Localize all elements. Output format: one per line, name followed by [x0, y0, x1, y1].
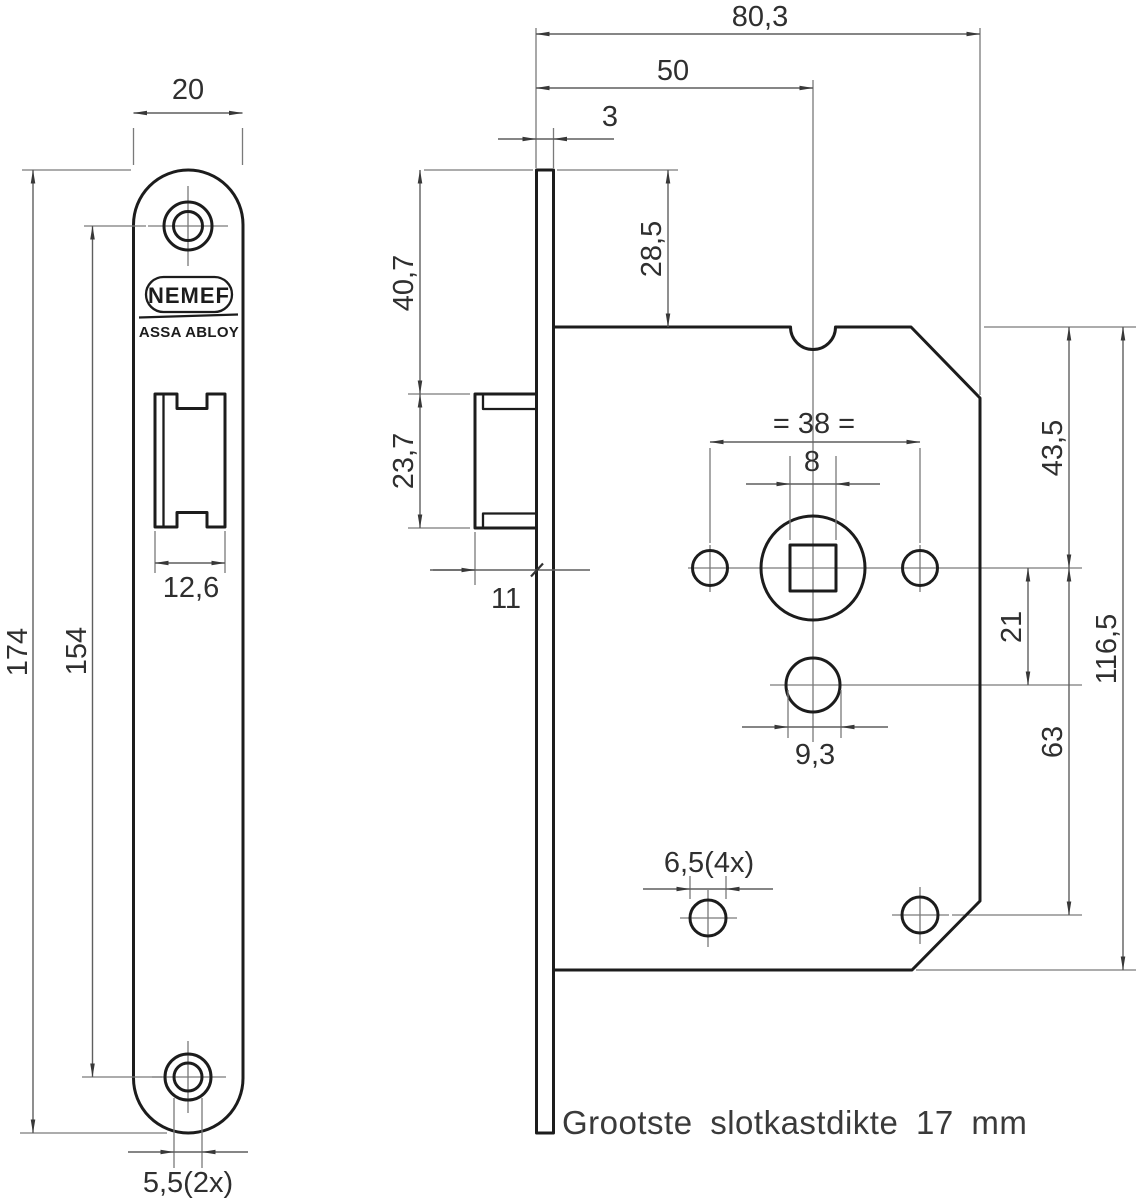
- dim-label-plate-width: 20: [172, 74, 204, 106]
- dim-backset: 50: [535, 55, 814, 91]
- dim-latch-height: 23,7: [388, 393, 423, 529]
- faceplate-side-outline: [535, 168, 555, 1135]
- dim-latch-protrusion: 11: [430, 562, 590, 615]
- dim-label-plate-height: 174: [2, 628, 34, 676]
- dim-case-top-offset: 28,5: [636, 169, 671, 328]
- dim-label-latch-top-offset: 40,7: [388, 255, 420, 311]
- dim-lower-holes-offset: 63: [1037, 567, 1072, 916]
- dim-plate-width: 20: [132, 74, 244, 165]
- dim-label-cylinder-axis-offset: 21: [996, 611, 1028, 643]
- extension-lines: [408, 28, 1136, 971]
- dim-case-height: 116,5: [1091, 326, 1126, 971]
- dim-handle-hole-spacing: = 38 =: [709, 408, 921, 543]
- dim-label-faceplate-thickness: 3: [602, 101, 618, 133]
- dim-label-backset: 50: [657, 55, 689, 87]
- latch-cutout: [153, 392, 227, 529]
- front-view: NEMEF ASSA ABLOY 20 174: [2, 74, 248, 1199]
- dim-latch-top-offset: 40,7: [388, 169, 423, 395]
- lock-case-outline: [553, 325, 982, 972]
- dim-total-depth: 80,3: [535, 1, 981, 37]
- spindle-follower: [759, 514, 867, 622]
- side-view: 80,3 50 3 40,7 23,7: [388, 1, 1136, 1135]
- faceplate-outline: [132, 168, 245, 1135]
- dim-label-fixing-holes-dia: 6,5(4x): [664, 847, 754, 879]
- brand-sub-text: ASSA ABLOY: [139, 324, 239, 341]
- dim-label-case-height: 116,5: [1091, 614, 1123, 684]
- dim-spindle-square: 8: [746, 446, 880, 540]
- dim-label-cylinder-hole-dia: 9,3: [795, 739, 835, 771]
- dim-latch-width: 12,6: [154, 531, 226, 604]
- dim-label-total-depth: 80,3: [732, 1, 788, 33]
- dim-label-spindle-axis-offset: 43,5: [1037, 420, 1069, 476]
- logo-underline: [138, 313, 239, 319]
- dim-label-latch-protrusion: 11: [491, 583, 521, 615]
- dim-label-case-top-offset: 28,5: [636, 221, 668, 277]
- dim-faceplate-thickness: 3: [498, 101, 618, 142]
- dim-fixing-holes-dia: 6,5(4x): [643, 847, 773, 899]
- dim-label-handle-hole-spacing: = 38 =: [773, 408, 855, 440]
- bottom-screw-hole: [152, 1041, 226, 1113]
- dim-screw-spacing: 154: [61, 225, 162, 1078]
- dim-label-screw-spacing: 154: [61, 627, 93, 675]
- handle-holes: [691, 545, 939, 592]
- dim-label-spindle-square: 8: [804, 446, 820, 478]
- top-screw-hole: [148, 186, 228, 266]
- dim-screw-hole-dia: 5,5(2x): [128, 1098, 248, 1199]
- dim-spindle-axis-offset: 43,5: [1037, 326, 1072, 569]
- dim-cylinder-hole-dia: 9,3: [742, 690, 888, 771]
- dim-label-lower-holes-offset: 63: [1037, 726, 1069, 758]
- dim-label-screw-hole-dia: 5,5(2x): [143, 1167, 233, 1199]
- latch-side: [473, 392, 537, 530]
- brand-logo: NEMEF ASSA ABLOY: [138, 275, 239, 341]
- spindle-square-hole: [788, 543, 838, 593]
- dim-cylinder-axis-offset: 21: [996, 567, 1031, 686]
- note-max-case-thickness: Grootste slotkastdikte 17 mm: [562, 1104, 1027, 1141]
- lower-fixing-holes: [680, 887, 949, 947]
- cylinder-hole: [784, 656, 842, 714]
- dim-plate-height: 174: [2, 169, 167, 1134]
- dim-label-latch-width: 12,6: [163, 572, 219, 604]
- dim-label-latch-height: 23,7: [388, 433, 420, 489]
- brand-logo-text: NEMEF: [148, 283, 230, 308]
